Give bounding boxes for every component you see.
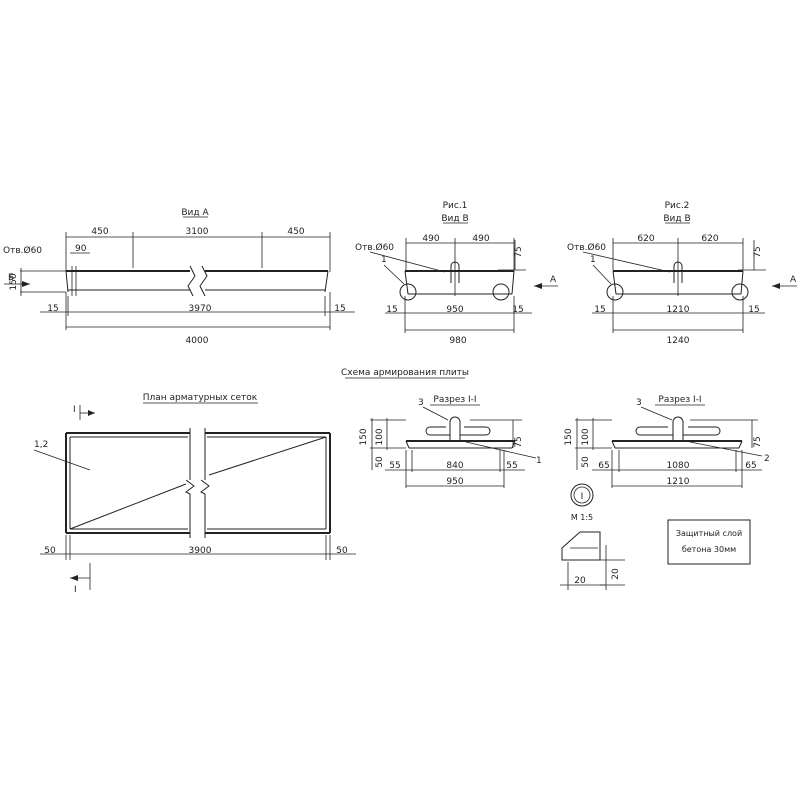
fig2-total-width: 1240 bbox=[667, 336, 690, 346]
fig1-dim-1: 490 bbox=[422, 234, 439, 244]
section-1-marker-side: 1 bbox=[536, 456, 542, 466]
section-2-marker-top: 3 bbox=[636, 398, 642, 408]
section-2-inner-height: 100 bbox=[581, 428, 591, 445]
fig1-inner-width: 950 bbox=[446, 305, 463, 315]
figure-2: Рис.2 Вид В 620 620 75 Отв.Ø60 1 А 15 12… bbox=[567, 201, 797, 346]
mesh-section-mark-bottom: I bbox=[74, 585, 77, 595]
section-2: Разрез I-I 3 2 150 100 50 75 65 1080 65 bbox=[564, 395, 770, 488]
fig2-edge-right: 15 bbox=[748, 305, 759, 315]
fig1-marker: 1 bbox=[381, 255, 387, 265]
fig1-caption: Рис.1 bbox=[443, 201, 468, 211]
view-a-height: 150 bbox=[9, 273, 19, 290]
note-line-1: Защитный слой bbox=[676, 529, 742, 538]
fig2-caption: Рис.2 bbox=[665, 201, 690, 211]
fig2-height: 75 bbox=[753, 246, 763, 257]
view-a-hole-label: Отв.Ø60 bbox=[3, 245, 42, 256]
view-a-dim-3: 450 bbox=[287, 227, 304, 237]
section-1-total: 950 bbox=[446, 477, 463, 487]
mesh-edge-left: 50 bbox=[44, 546, 56, 556]
view-a-edge-right: 15 bbox=[334, 304, 345, 314]
fig2-dim-2: 620 bbox=[701, 234, 718, 244]
fig2-hole-label: Отв.Ø60 bbox=[567, 242, 606, 253]
fig1-height: 75 bbox=[514, 246, 524, 257]
section-1: Разрез I-I 3 1 150 100 50 75 55 840 55 9 bbox=[359, 395, 542, 488]
section-2-marker-side: 2 bbox=[764, 454, 770, 464]
detail-marker: I bbox=[581, 492, 584, 502]
detail-callout: I М 1:5 20 20 bbox=[560, 483, 625, 590]
fig2-title: Вид В bbox=[663, 214, 690, 224]
section-2-title: Разрез I-I bbox=[658, 395, 701, 405]
section-1-inner-height: 100 bbox=[375, 428, 385, 445]
view-a-title: Вид А bbox=[181, 208, 209, 218]
detail-dim-y: 20 bbox=[611, 568, 621, 580]
mesh-label: 1,2 bbox=[34, 440, 48, 450]
note-line-2: бетона 30мм bbox=[682, 545, 736, 554]
detail-scale: М 1:5 bbox=[571, 513, 593, 522]
section-1-height: 150 bbox=[359, 428, 369, 445]
fig2-arrow-label: А bbox=[790, 275, 797, 285]
view-a-arrow-label: Б bbox=[8, 273, 14, 283]
mesh-plan-title: План арматурных сеток bbox=[143, 393, 258, 403]
section-1-edge-left: 55 bbox=[389, 461, 400, 471]
section-1-span: 840 bbox=[446, 461, 463, 471]
fig1-arrow-label: А bbox=[550, 275, 557, 285]
fig1-total-width: 980 bbox=[449, 336, 466, 346]
fig1-edge-left: 15 bbox=[386, 305, 397, 315]
view-a: Вид А 450 3100 450 Отв.Ø60 90 150 Б bbox=[3, 208, 355, 346]
section-2-side-height: 75 bbox=[753, 436, 763, 447]
scheme-title: Схема армирования плиты bbox=[341, 368, 469, 378]
section-1-title: Разрез I-I bbox=[433, 395, 476, 405]
mesh-section-mark-top: I bbox=[73, 405, 76, 415]
section-2-span: 1080 bbox=[667, 461, 690, 471]
mesh-edge-right: 50 bbox=[336, 546, 348, 556]
mesh-plan: План арматурных сеток I 1,2 bbox=[33, 393, 356, 595]
figure-1: Рис.1 Вид В 490 490 75 Отв.Ø60 1 А 15 95… bbox=[355, 201, 558, 346]
view-a-edge-left: 15 bbox=[47, 304, 58, 314]
detail-dim-x: 20 bbox=[574, 576, 586, 586]
fig2-inner-width: 1210 bbox=[667, 305, 690, 315]
section-2-height: 150 bbox=[564, 428, 574, 445]
section-2-bottom: 50 bbox=[581, 456, 591, 468]
fig1-hole-label: Отв.Ø60 bbox=[355, 242, 394, 253]
section-2-edge-left: 65 bbox=[598, 461, 609, 471]
fig2-marker: 1 bbox=[590, 255, 596, 265]
fig2-dim-1: 620 bbox=[637, 234, 654, 244]
view-a-dim-2: 3100 bbox=[186, 227, 209, 237]
view-a-hole-offset: 90 bbox=[75, 244, 87, 254]
mesh-length: 3900 bbox=[189, 546, 212, 556]
view-a-total-length: 4000 bbox=[186, 336, 209, 346]
fig1-title: Вид В bbox=[441, 214, 468, 224]
section-1-bottom: 50 bbox=[375, 456, 385, 468]
fig1-edge-right: 15 bbox=[512, 305, 523, 315]
section-2-total: 1210 bbox=[667, 477, 690, 487]
note-box: Защитный слой бетона 30мм bbox=[667, 519, 751, 565]
fig2-edge-left: 15 bbox=[594, 305, 605, 315]
view-a-inner-length: 3970 bbox=[189, 304, 212, 314]
view-a-dim-1: 450 bbox=[91, 227, 108, 237]
section-2-edge-right: 65 bbox=[745, 461, 756, 471]
fig1-dim-2: 490 bbox=[472, 234, 489, 244]
section-1-marker-top: 3 bbox=[418, 398, 424, 408]
section-1-side-height: 75 bbox=[514, 436, 524, 447]
section-1-edge-right: 55 bbox=[506, 461, 517, 471]
